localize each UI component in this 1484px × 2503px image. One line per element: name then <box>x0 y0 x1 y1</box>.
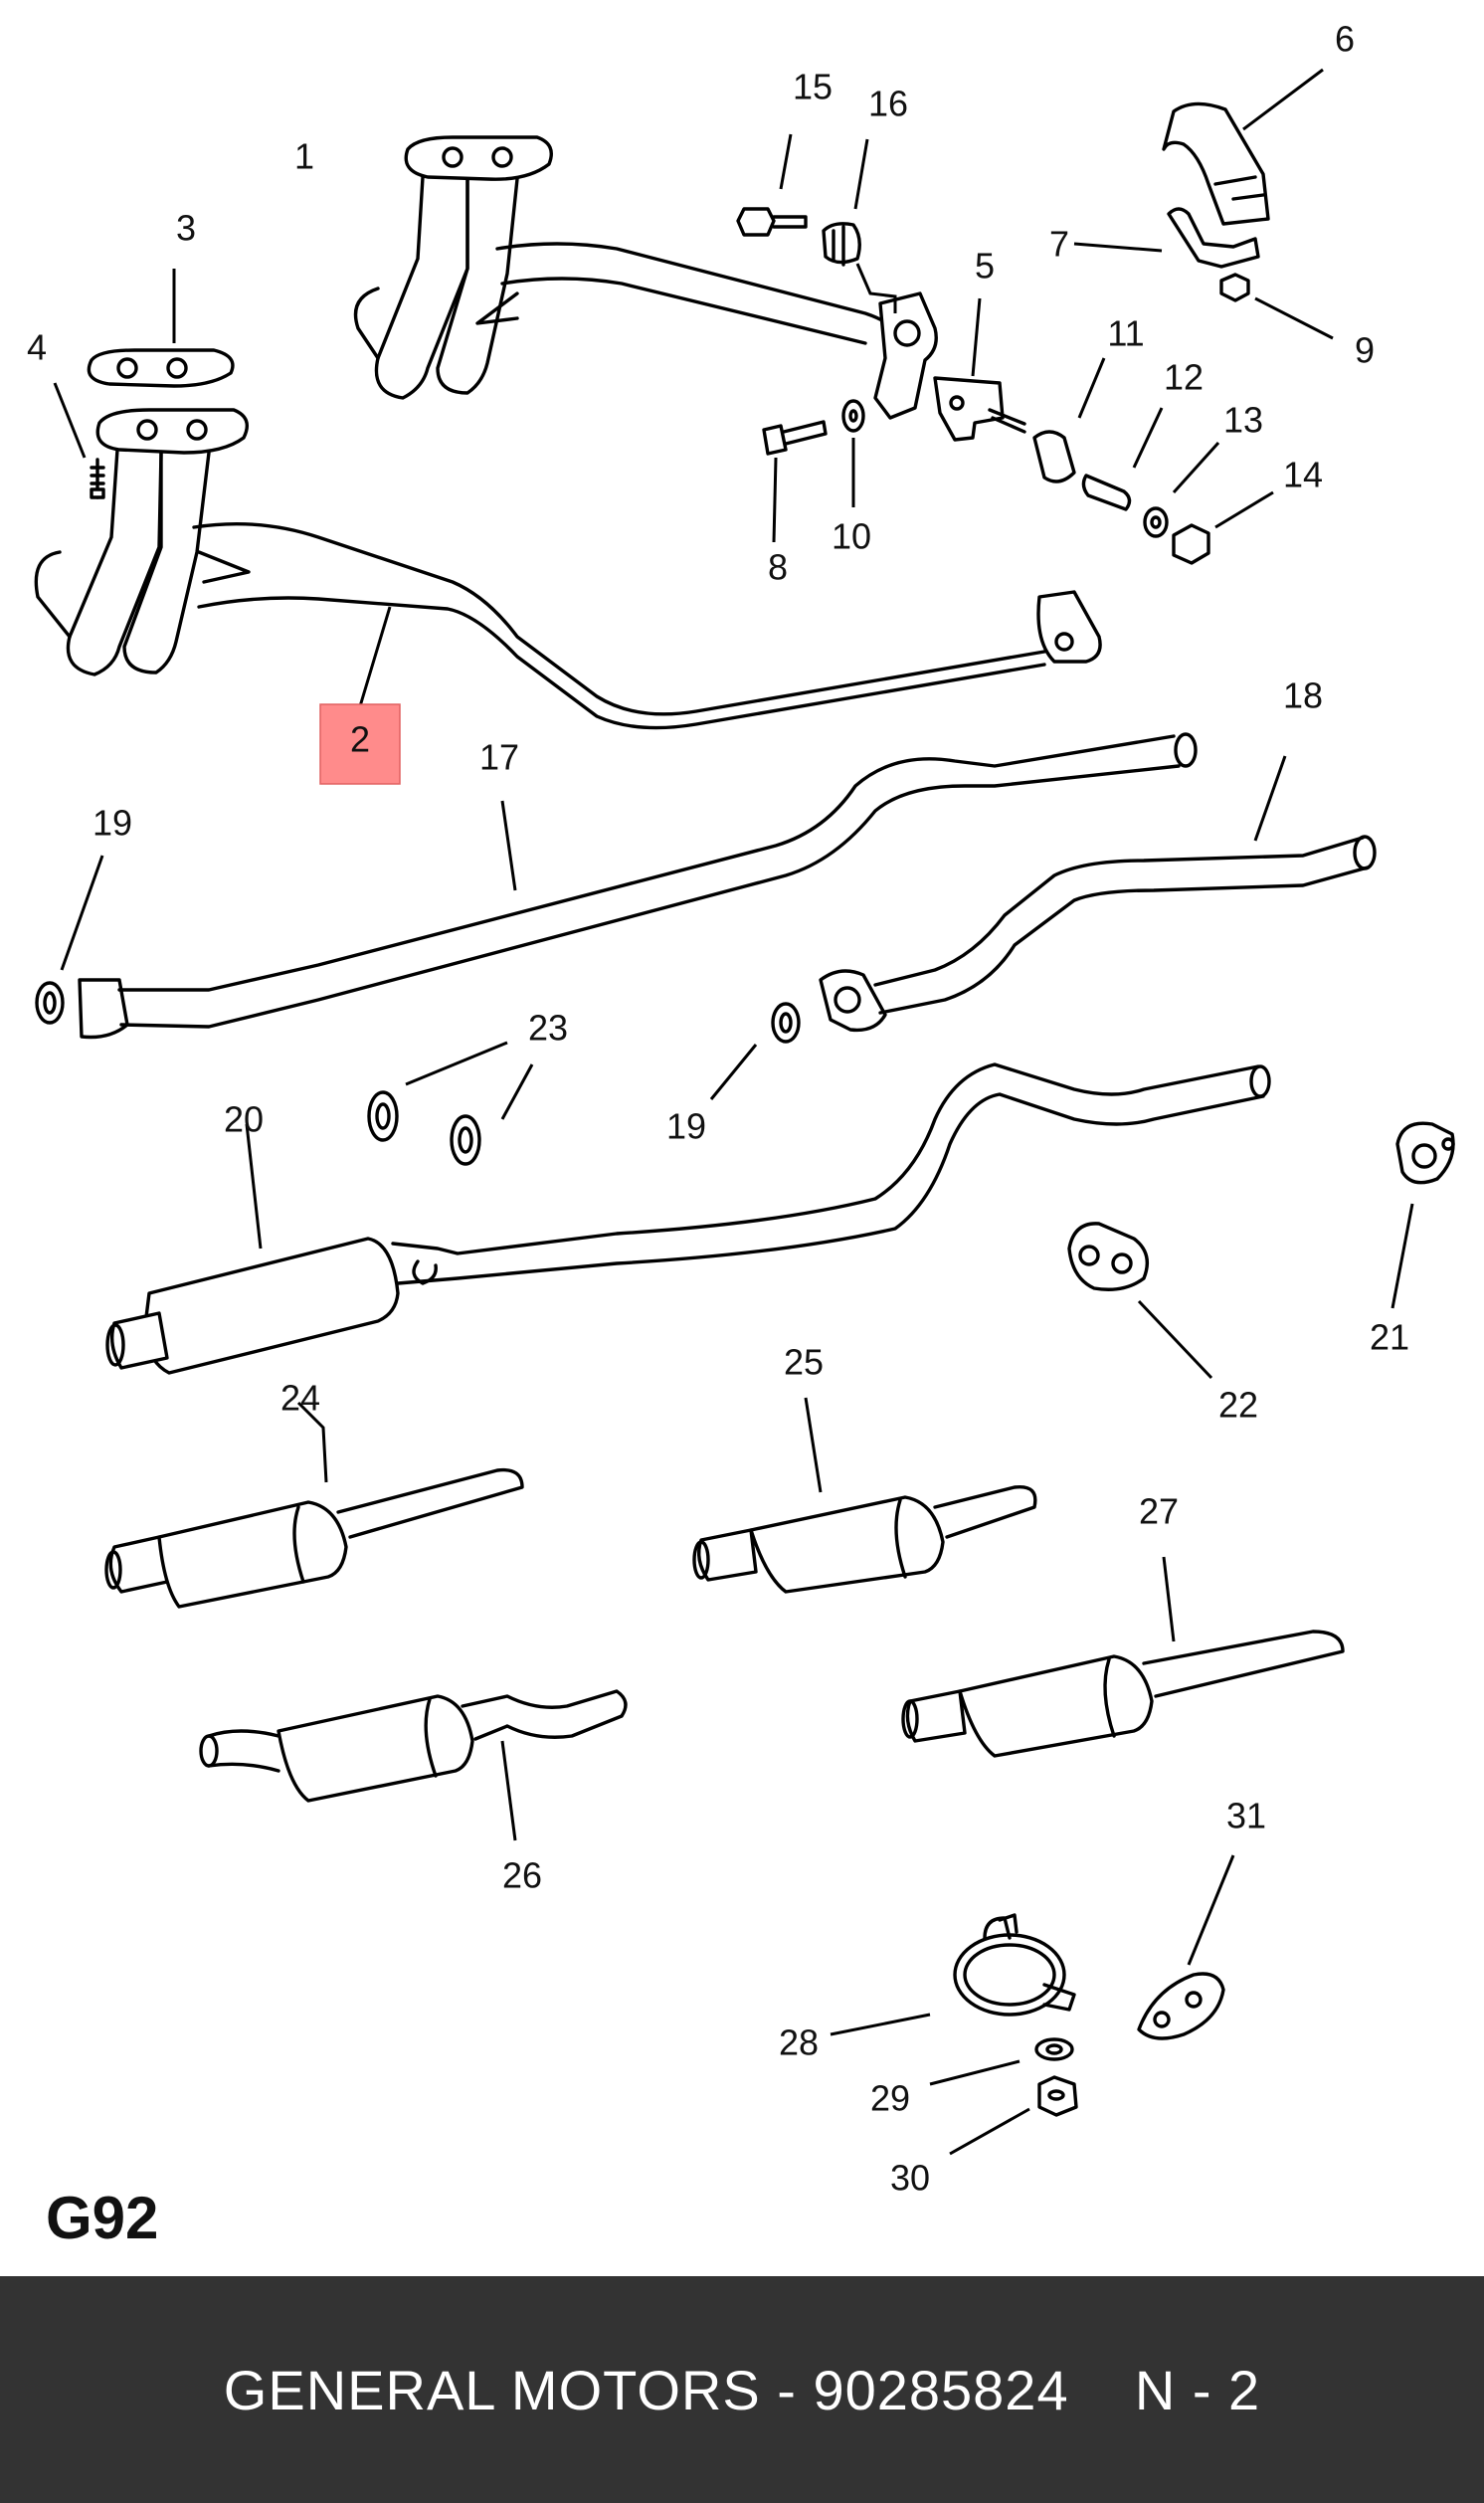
callout-19-left: 19 <box>93 803 132 844</box>
callout-2: 2 <box>350 719 370 760</box>
part-26-silencer <box>199 1689 628 1841</box>
part-8-bolt <box>762 420 828 543</box>
part-15-bolt <box>736 133 808 237</box>
callout-17: 17 <box>479 737 519 778</box>
callout-29: 29 <box>870 2078 910 2119</box>
callout-15: 15 <box>793 67 833 107</box>
part-23-rings <box>367 1041 534 1166</box>
callout-14: 14 <box>1283 455 1323 495</box>
callout-12: 12 <box>1164 357 1204 398</box>
part-7-clamp-strap <box>1073 207 1260 269</box>
callout-1: 1 <box>294 136 314 177</box>
part-22-rubber-hanger <box>1067 1222 1213 1380</box>
callout-5: 5 <box>975 246 995 287</box>
callout-10: 10 <box>832 516 871 557</box>
footer-position: N - 2 <box>1134 2358 1261 2421</box>
part-19-seal-ring-left <box>35 855 104 1025</box>
footer-gap <box>1069 2358 1135 2422</box>
part-12-sleeve <box>1081 407 1164 511</box>
part-2-front-pipe <box>34 408 1102 730</box>
part-11-bush <box>1032 357 1106 483</box>
part-1-exhaust-manifold <box>353 135 938 420</box>
callout-9: 9 <box>1355 330 1375 371</box>
callout-18: 18 <box>1283 675 1323 716</box>
part-6-hanger-bracket <box>1162 68 1324 226</box>
callout-27: 27 <box>1139 1491 1179 1532</box>
callout-23: 23 <box>528 1008 568 1049</box>
footer-part-number: 90285824 <box>813 2358 1069 2421</box>
part-14-nut <box>1172 490 1274 565</box>
part-4-stud <box>53 382 105 499</box>
part-3-gasket <box>87 269 235 388</box>
exhaust-parts-diagram: 1 2 3 4 5 6 7 8 9 10 11 12 13 14 15 16 1… <box>27 19 1455 2199</box>
part-10-washer <box>841 399 865 507</box>
part-18-tail-pipe <box>819 755 1377 1033</box>
part-27-silencer <box>901 1556 1345 1758</box>
callout-4: 4 <box>27 327 47 368</box>
part-29-washer <box>929 2037 1074 2086</box>
footer-separator: - <box>760 2358 814 2421</box>
callout-21: 21 <box>1370 1317 1409 1358</box>
footer-bar: GENERAL MOTORS - 90285824 N - 2 <box>0 2276 1484 2503</box>
callout-7: 7 <box>1049 224 1069 265</box>
callout-31: 31 <box>1226 1796 1266 1836</box>
callout-25: 25 <box>784 1342 824 1383</box>
part-5-bracket <box>933 297 1005 442</box>
callout-11: 11 <box>1107 313 1144 354</box>
callout-3: 3 <box>176 208 196 249</box>
part-24-silencer <box>104 1401 524 1609</box>
part-21-rubber-ring <box>1391 1121 1455 1309</box>
callout-13: 13 <box>1223 400 1263 441</box>
part-20-rear-silencer <box>105 1062 1271 1375</box>
part-19-seal-ring-right <box>709 1002 801 1100</box>
callout-6: 6 <box>1335 19 1355 60</box>
part-31-rubber-mount <box>1137 1854 1235 2040</box>
callout-20: 20 <box>224 1099 264 1140</box>
callout-16: 16 <box>868 84 908 124</box>
part-13-washer <box>1143 441 1220 538</box>
diagram-page-code: G92 <box>46 2185 159 2251</box>
part-28-clamp <box>830 1913 1076 2036</box>
part-30-nut <box>949 2075 1078 2156</box>
part-9-nut <box>1219 273 1334 340</box>
callout-30: 30 <box>890 2158 930 2199</box>
callout-labels: 1 2 3 4 5 6 7 8 9 10 11 12 13 14 15 16 1… <box>27 19 1409 2199</box>
callout-19-right: 19 <box>666 1106 706 1147</box>
highlight-callout-2 <box>319 703 401 785</box>
callout-24: 24 <box>280 1378 320 1419</box>
callout-28: 28 <box>779 2022 819 2063</box>
callout-8: 8 <box>768 547 788 588</box>
part-25-silencer <box>692 1397 1037 1594</box>
callout-22: 22 <box>1218 1385 1258 1426</box>
part-16-rubber-mount <box>822 138 897 313</box>
stud-bolt <box>988 408 1026 434</box>
part-17-intermediate-pipe <box>78 732 1198 1040</box>
callout-26: 26 <box>502 1855 542 1896</box>
footer-brand: GENERAL MOTORS <box>223 2358 761 2421</box>
